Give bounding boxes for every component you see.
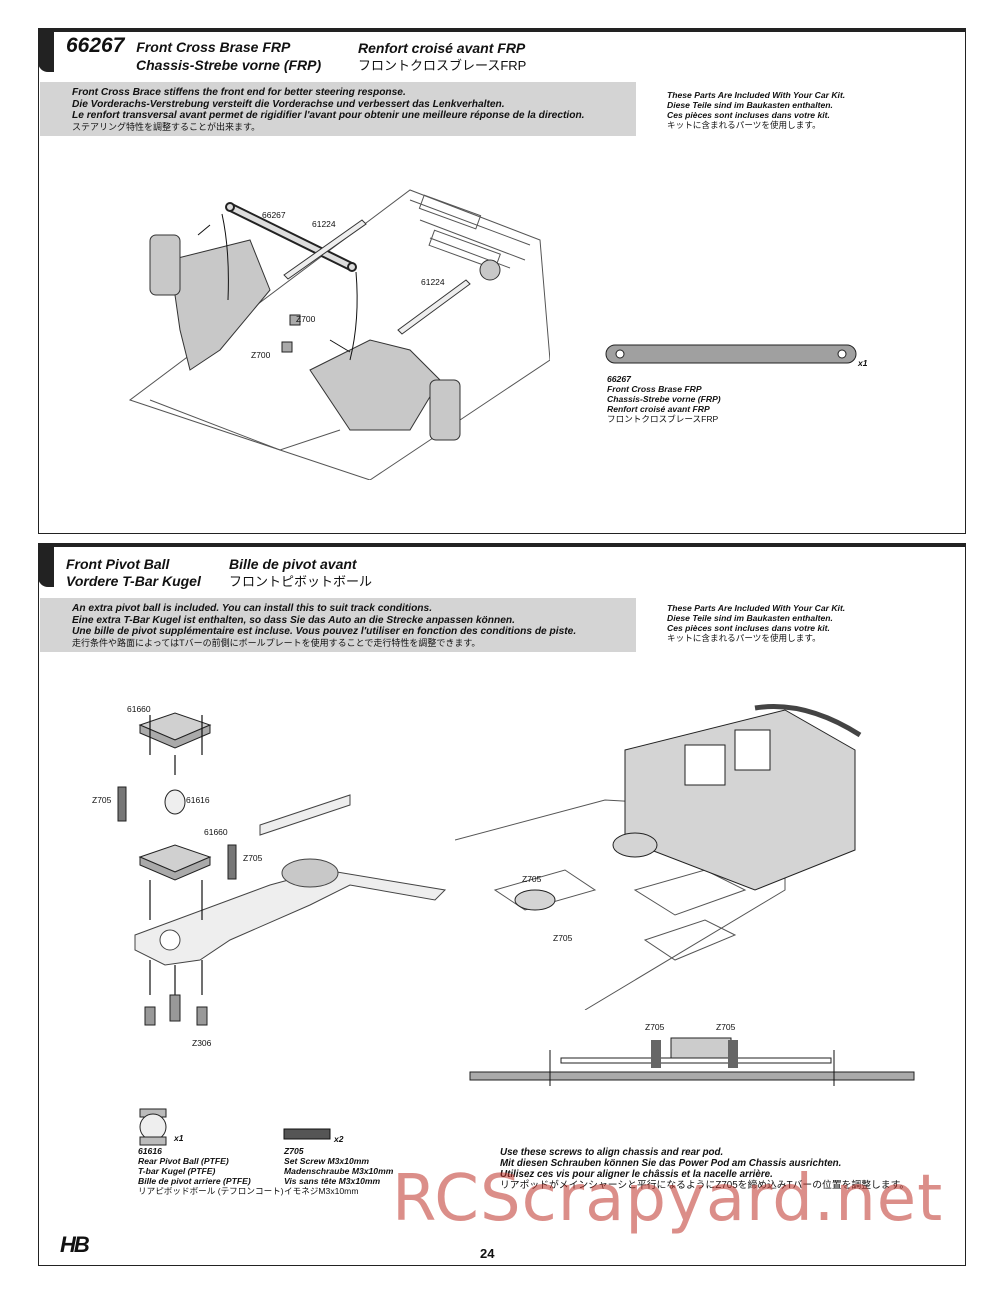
included-fr: Ces pièces sont incluses dans votre kit. xyxy=(667,623,830,633)
callout-61224-a: 61224 xyxy=(312,219,336,229)
ball-caption: 61616 Rear Pivot Ball (PTFE) T-bar Kugel… xyxy=(138,1146,284,1196)
caption-de: Madenschraube M3x10mm xyxy=(284,1166,394,1176)
caption-number: Z705 xyxy=(284,1146,304,1156)
callout-z705-a: Z705 xyxy=(92,795,112,805)
title2-en: Front Pivot Ball xyxy=(66,556,170,572)
ball-qty: x1 xyxy=(174,1133,184,1143)
caption-en: Front Cross Brase FRP xyxy=(607,384,702,394)
title2-jp: フロントピボットボール xyxy=(229,574,373,589)
screw-qty: x2 xyxy=(334,1134,344,1144)
alignment-side-view xyxy=(469,1037,915,1086)
caption-number: 61616 xyxy=(138,1146,162,1156)
note-en: Front Cross Brace stiffens the front end… xyxy=(72,87,406,98)
title2-fr: Bille de pivot avant xyxy=(229,556,357,572)
callout-61224-b: 61224 xyxy=(421,277,445,287)
note-de: Eine extra T-Bar Kugel ist enthalten, so… xyxy=(72,614,515,626)
caption-de: Chassis-Strebe vorne (FRP) xyxy=(607,394,721,404)
included-de: Diese Teile sind im Baukasten enthalten. xyxy=(667,613,833,623)
section-pivot-ball xyxy=(38,543,966,1266)
callout-61616: 61616 xyxy=(186,795,210,805)
callout-z705-e: Z705 xyxy=(645,1022,665,1032)
caption-jp: イモネジM3x10mm xyxy=(284,1186,359,1196)
callout-z705-b: Z705 xyxy=(243,853,263,863)
page-number: 24 xyxy=(480,1246,495,1261)
brace-qty: x1 xyxy=(858,358,868,368)
title-de: Chassis-Strebe vorne (FRP) xyxy=(136,57,322,73)
align-jp: リアポッドがメインシャーシと平行になるようにZ705を締め込みTバーの位置を調整… xyxy=(500,1180,910,1191)
caption-fr: Renfort croisé avant FRP xyxy=(607,404,710,414)
note-jp: ステアリング特性を調整することが出来ます。 xyxy=(72,121,261,132)
section-top-bar xyxy=(38,28,966,32)
align-note: Use these screws to align chassis and re… xyxy=(500,1147,909,1191)
brace-caption: 66267 Front Cross Brase FRP Chassis-Stre… xyxy=(607,374,721,424)
included-en: These Parts Are Included With Your Car K… xyxy=(667,90,846,100)
callout-61660-b: 61660 xyxy=(204,827,228,837)
note-box: Front Cross Brace stiffens the front end… xyxy=(40,82,636,136)
caption-fr: Bille de pivot arriere (PTFE) xyxy=(138,1176,251,1186)
note-fr: Le renfort transversal avant permet de r… xyxy=(72,110,585,121)
callout-z700-b: Z700 xyxy=(251,350,271,360)
caption-number: 66267 xyxy=(607,374,631,384)
caption-en: Rear Pivot Ball (PTFE) xyxy=(138,1156,229,1166)
note-jp: 走行条件や路面によってはTバーの前側にボールプレートを使用することで走行特性を調… xyxy=(72,637,481,648)
pivot-ball-image xyxy=(139,1108,167,1146)
title-fr: Renfort croisé avant FRP xyxy=(358,40,526,56)
align-fr: Utilisez ces vis pour aligner le châssis… xyxy=(500,1169,773,1180)
title2-de: Vordere T-Bar Kugel xyxy=(66,573,201,589)
note-en: An extra pivot ball is included. You can… xyxy=(72,603,433,614)
title-jp: フロントクロスブレースFRP xyxy=(358,58,527,73)
callout-61660-a: 61660 xyxy=(127,704,151,714)
callout-z705-f: Z705 xyxy=(716,1022,736,1032)
included-jp: キットに含まれるパーツを使用します。 xyxy=(667,120,821,130)
caption-de: T-bar Kugel (PTFE) xyxy=(138,1166,216,1176)
caption-fr: Vis sans tête M3x10mm xyxy=(284,1176,381,1186)
section-tab xyxy=(38,543,54,587)
included-note: These Parts Are Included With Your Car K… xyxy=(667,90,845,130)
callout-z700-a: Z700 xyxy=(296,314,316,324)
section1-title: 66267 Front Cross Brase FRP xyxy=(66,35,291,56)
title-en: Front Cross Brase FRP xyxy=(136,39,291,55)
caption-en: Set Screw M3x10mm xyxy=(284,1156,370,1166)
screw-caption: Z705 Set Screw M3x10mm Madenschraube M3x… xyxy=(284,1146,393,1196)
align-de: Mit diesen Schrauben können Sie das Powe… xyxy=(500,1158,842,1169)
note-de: Die Vorderachs-Verstrebung versteift die… xyxy=(72,98,505,110)
callout-z705-c: Z705 xyxy=(522,874,542,884)
included-en: These Parts Are Included With Your Car K… xyxy=(667,603,846,613)
part-number: 66267 xyxy=(66,34,125,57)
included-note: These Parts Are Included With Your Car K… xyxy=(667,603,845,643)
caption-jp: リアピボッドボール (テフロンコート) xyxy=(138,1186,284,1196)
included-jp: キットに含まれるパーツを使用します。 xyxy=(667,633,821,643)
callout-z705-d: Z705 xyxy=(553,933,573,943)
hb-logo: HB xyxy=(60,1232,90,1257)
section-tab xyxy=(38,28,54,72)
rear-pod-diagram xyxy=(455,704,862,1010)
section-top-bar xyxy=(38,543,966,547)
note-box: An extra pivot ball is included. You can… xyxy=(40,598,636,652)
caption-jp: フロントクロスブレースFRP xyxy=(607,414,719,424)
set-screw-image xyxy=(283,1128,331,1140)
included-fr: Ces pièces sont incluses dans votre kit. xyxy=(667,110,830,120)
callout-z306: Z306 xyxy=(192,1038,212,1048)
included-de: Diese Teile sind im Baukasten enthalten. xyxy=(667,100,833,110)
watermark: RCScrapyard.net xyxy=(392,1162,944,1236)
t-bar-exploded-diagram xyxy=(117,712,447,1026)
note-fr: Une bille de pivot supplémentaire est in… xyxy=(72,626,577,637)
front-end-diagram xyxy=(128,189,550,480)
cross-brace-part-image xyxy=(605,344,857,364)
callout-66267: 66267 xyxy=(262,210,286,220)
align-en: Use these screws to align chassis and re… xyxy=(500,1147,724,1158)
